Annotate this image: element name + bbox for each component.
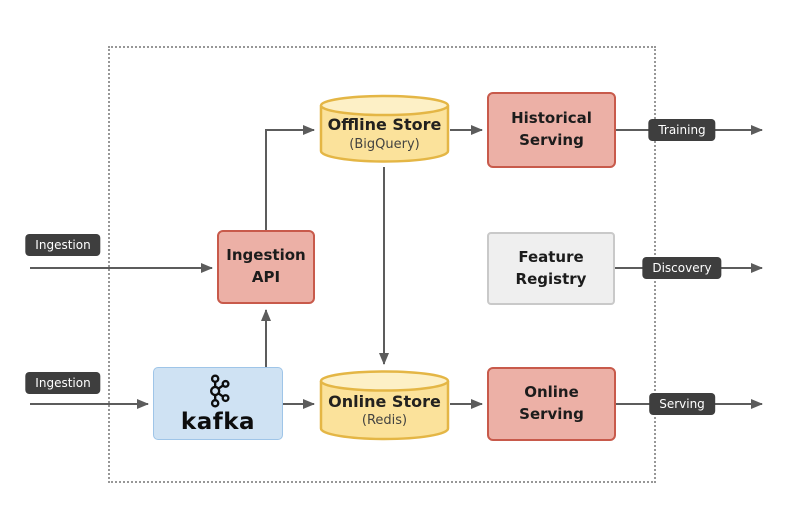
online-store-title: Online Store [328,391,441,411]
offline-store-subtitle: (BigQuery) [349,136,420,152]
ingestion-top-label: Ingestion [25,234,101,256]
kafka-logo-icon [209,373,230,408]
node-online-serving: Online Serving [487,367,616,441]
node-feature-registry: Feature Registry [487,232,615,305]
node-online-store: Online Store (Redis) [319,369,450,442]
cylinder-shape-icon [319,94,450,163]
node-historical-serving: Historical Serving [487,92,616,168]
feature-registry-title-line2: Registry [515,269,587,288]
online-serving-title: Online Serving [519,382,584,426]
historical-serving-title-line1: Historical [511,109,592,128]
online-serving-title-line2: Serving [519,405,584,423]
serving-label: Serving [649,393,715,415]
ingestion-bottom-label: Ingestion [25,372,101,394]
feature-registry-title-line1: Feature [518,247,584,266]
ingestion-api-title-line1: Ingestion [226,246,306,265]
cylinder-shape-icon [319,370,450,441]
discovery-label: Discovery [642,257,722,279]
node-ingestion-api: Ingestion API [217,230,315,304]
online-store-subtitle: (Redis) [361,413,408,429]
online-serving-title-line1: Online [524,383,579,402]
node-kafka: kafka [153,367,283,440]
ingestion-api-title-line2: API [251,268,281,286]
feature-registry-title: Feature Registry [516,247,587,291]
kafka-label: kafka [180,408,256,435]
node-offline-store: Offline Store (BigQuery) [319,94,450,164]
ingestion-api-title: Ingestion API [226,245,305,289]
training-label: Training [648,119,716,141]
historical-serving-title: Historical Serving [511,108,592,152]
historical-serving-title-line2: Serving [519,131,584,149]
offline-store-title: Offline Store [327,115,442,135]
